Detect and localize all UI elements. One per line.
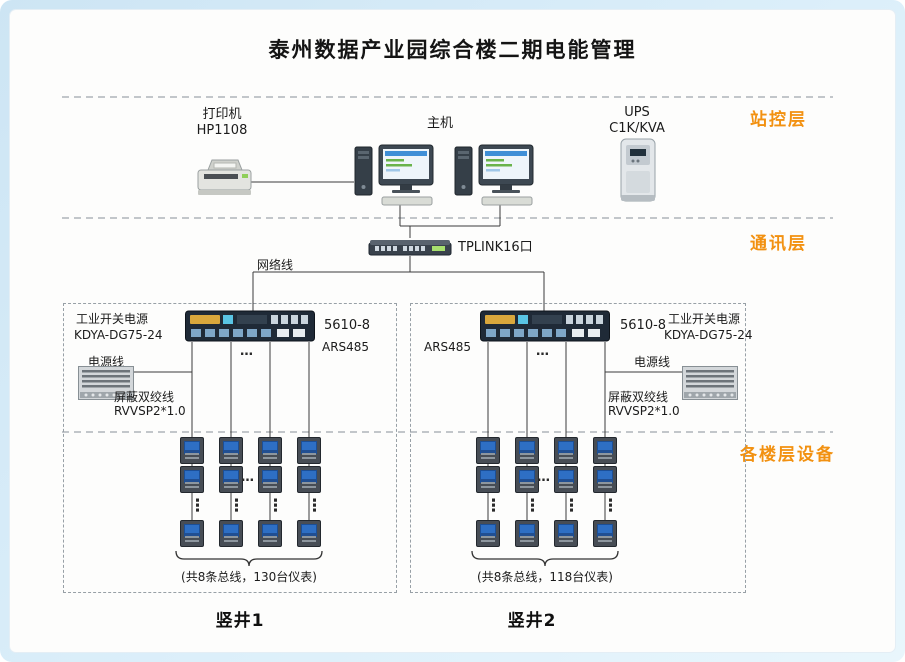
shaft1-summary-label: (共8条总线，130台仪表) [181, 570, 317, 584]
ellipsis-vertical: ⋮ [267, 496, 284, 516]
shaft1-twisted-pair-model-label: RVVSP2*1.0 [114, 404, 186, 418]
layer-label-floor: 各楼层设备 [740, 445, 835, 465]
power-meter [258, 437, 282, 464]
ellipsis-vertical: ⋮ [485, 496, 502, 516]
ellipsis-vertical: ⋮ [306, 496, 323, 516]
power-meter [180, 466, 204, 493]
printer-model-label: HP1108 [196, 123, 248, 138]
ellipsis-vertical: ⋮ [228, 496, 245, 516]
shaft2-summary-label: (共8条总线，118台仪表) [477, 570, 613, 584]
shaft1-name-label: 竖井1 [215, 611, 265, 631]
layer-label-station: 站控层 [750, 110, 807, 130]
power-meter [515, 437, 539, 464]
ellipsis-horizontal: … [240, 344, 254, 359]
ellipsis-vertical: ⋮ [524, 496, 541, 516]
network-cable-label: 网络线 [257, 258, 294, 272]
ellipsis-horizontal: … [536, 344, 550, 359]
power-meter [258, 520, 282, 547]
shaft1-server-graphic [185, 310, 315, 346]
power-meter [593, 466, 617, 493]
shaft1-psu-name-label: 工业开关电源 [76, 312, 149, 326]
power-meter [554, 466, 578, 493]
shaft2-twisted-pair-model-label: RVVSP2*1.0 [608, 404, 680, 418]
power-meter [554, 520, 578, 547]
shaft1-twisted-pair-name-label: 屏蔽双绞线 [114, 390, 175, 404]
diagram-panel [9, 9, 896, 653]
power-meter [593, 437, 617, 464]
power-meter [219, 466, 243, 493]
ups-model-label: C1K/KVA [609, 121, 665, 136]
shaft2-name-label: 竖井2 [507, 611, 557, 631]
shaft1-bus-label: ARS485 [322, 340, 370, 354]
power-meter [476, 466, 500, 493]
ellipsis-vertical: ⋮ [563, 496, 580, 516]
shaft2-psu-model-label: KDYA-DG75-24 [664, 328, 753, 342]
power-meter [515, 520, 539, 547]
layer-label-comm: 通讯层 [750, 234, 807, 254]
power-meter [219, 520, 243, 547]
power-meter [297, 520, 321, 547]
page-title: 泰州数据产业园综合楼二期电能管理 [268, 38, 637, 62]
shaft1-psu-graphic [78, 366, 134, 404]
ellipsis-vertical: ⋮ [189, 496, 206, 516]
power-meter [180, 437, 204, 464]
shaft2-twisted-pair-name-label: 屏蔽双绞线 [608, 390, 669, 404]
ellipsis-horizontal: … [241, 470, 255, 485]
ups-graphic [616, 137, 660, 209]
ellipsis-vertical: ⋮ [602, 496, 619, 516]
power-meter [297, 437, 321, 464]
power-meter [219, 437, 243, 464]
power-meter [476, 437, 500, 464]
power-meter [593, 520, 617, 547]
ups-name-label: UPS [624, 105, 650, 120]
shaft2-power-cable-label: 电源线 [634, 355, 671, 369]
shaft1-server-model-label: 5610-8 [324, 318, 371, 333]
shaft2-server-graphic [480, 310, 610, 346]
host-computer-2 [452, 143, 547, 211]
shaft2-psu-graphic [682, 366, 738, 404]
shaft2-psu-name-label: 工业开关电源 [668, 312, 741, 326]
host-label: 主机 [426, 116, 453, 131]
printer-name-label: 打印机 [202, 107, 242, 122]
switch-label: TPLINK16口 [458, 240, 533, 255]
shaft1-box [63, 303, 397, 593]
shaft2-bus-label: ARS485 [424, 340, 472, 354]
power-meter [180, 520, 204, 547]
printer-graphic [192, 150, 257, 202]
power-meter [515, 466, 539, 493]
power-meter [554, 437, 578, 464]
shaft2-server-model-label: 5610-8 [620, 318, 667, 333]
ellipsis-horizontal: … [537, 470, 551, 485]
power-meter [476, 520, 500, 547]
shaft1-psu-model-label: KDYA-DG75-24 [74, 328, 163, 342]
shaft2-box [410, 303, 746, 593]
shaft1-power-cable-label: 电源线 [88, 355, 125, 369]
host-computer-1 [352, 143, 447, 211]
power-meter [258, 466, 282, 493]
switch-graphic [368, 237, 452, 261]
power-meter [297, 466, 321, 493]
